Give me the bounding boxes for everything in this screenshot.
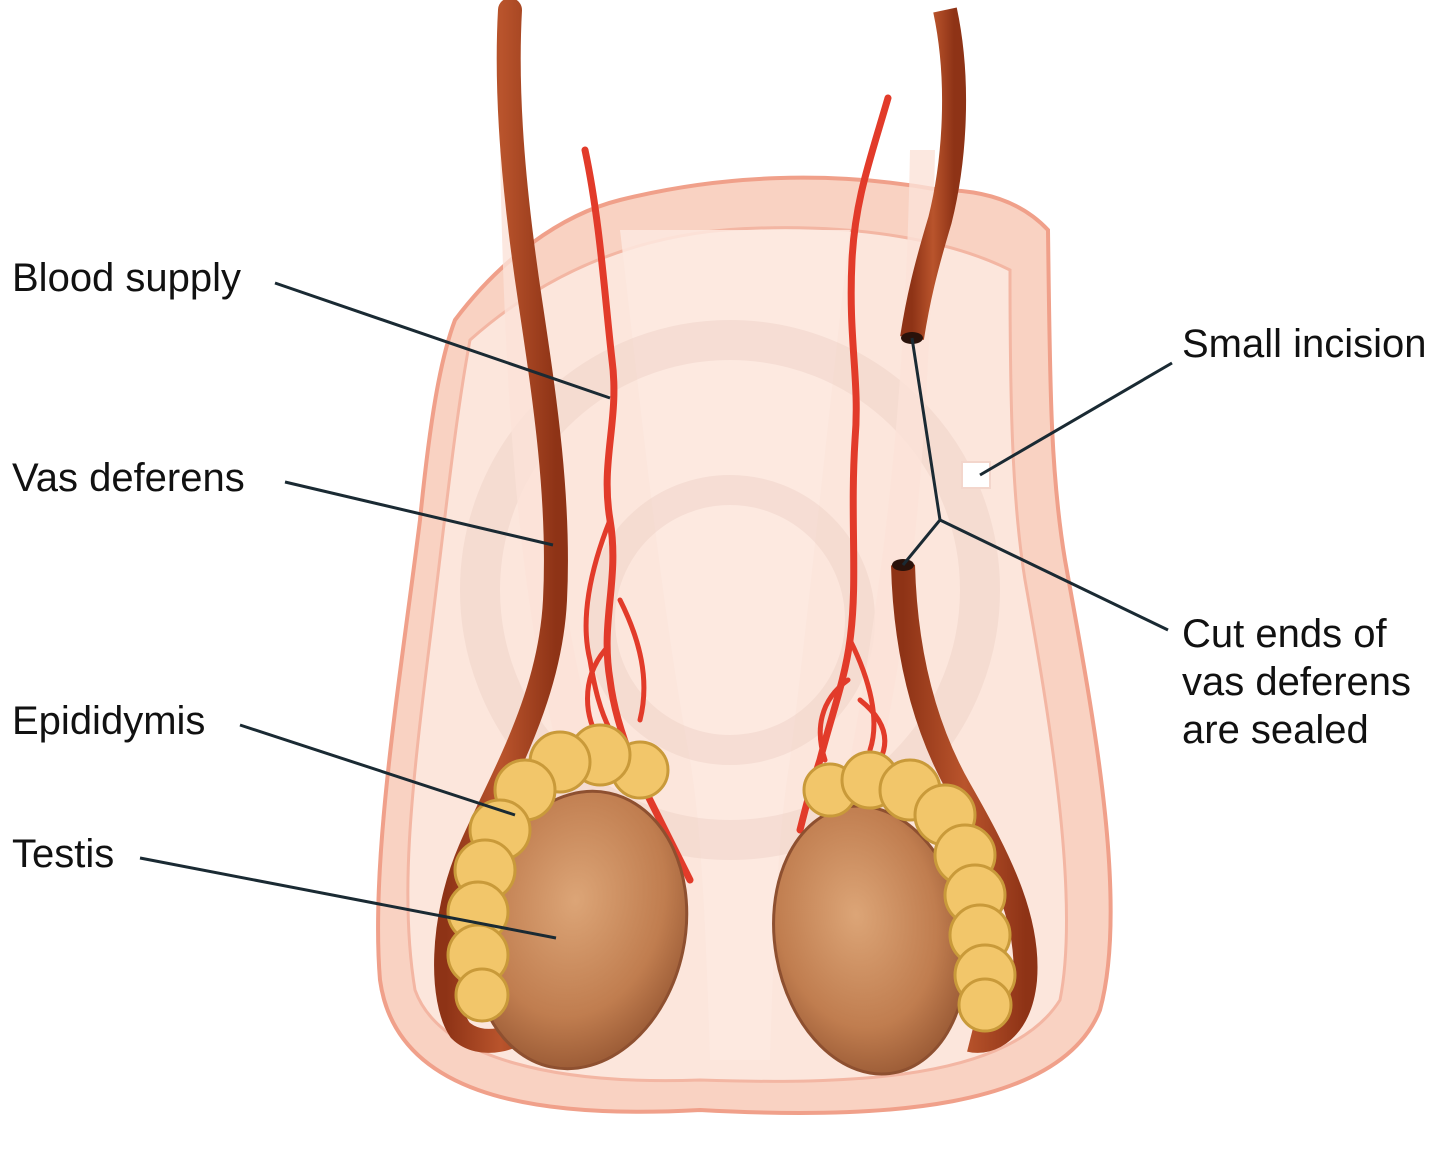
label-testis: Testis	[12, 832, 115, 876]
label-vas-deferens: Vas deferens	[12, 456, 245, 500]
left-blood-vessel-main	[581, 146, 694, 884]
leader-lines	[139, 281, 1173, 940]
right-vas-deferens-upper	[900, 7, 967, 340]
watermark-ring	[460, 320, 1000, 860]
incision-mark	[961, 461, 991, 489]
label-cut-ends-line1: Cut ends of	[1182, 612, 1387, 656]
label-cut-ends-line3: are sealed	[1182, 708, 1369, 752]
left-vas-deferens	[434, 0, 568, 1053]
label-cut-ends: Cut ends of vas deferens are sealed	[1182, 610, 1440, 754]
label-small-incision: Small incision	[1182, 322, 1427, 366]
leader-blood-supply	[274, 281, 611, 400]
leader-testis	[139, 856, 557, 940]
label-cut-ends-line2: vas deferens	[1182, 660, 1412, 704]
leader-small-incision	[979, 361, 1173, 477]
septum	[620, 230, 850, 1060]
leader-epididymis	[239, 723, 516, 817]
right-blood-vessel-main	[796, 94, 892, 834]
leader-vas-deferens	[284, 480, 554, 547]
leader-cut-ends-label	[939, 518, 1169, 632]
right-epididymis	[802, 750, 1017, 1033]
label-blood-supply: Blood supply	[12, 256, 242, 300]
label-epididymis: Epididymis	[12, 699, 206, 743]
watermark-ring-inner	[585, 475, 875, 765]
